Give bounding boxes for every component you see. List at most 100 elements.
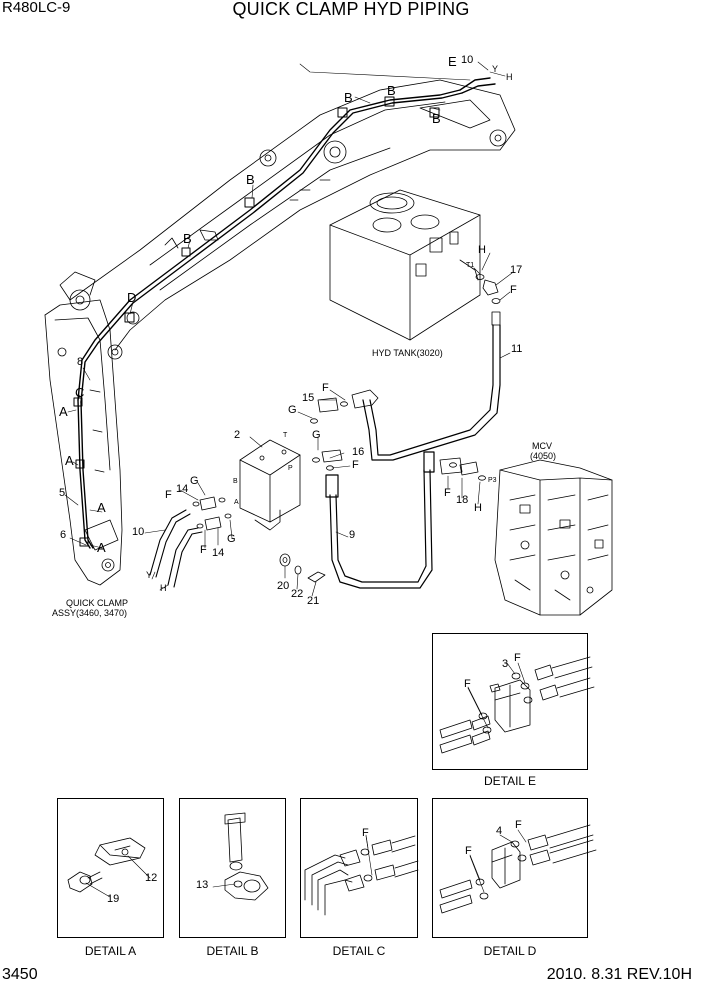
detail-e-caption: DETAIL E: [483, 774, 536, 788]
detail-d-art: [439, 824, 597, 914]
callout-5: 5: [59, 487, 66, 499]
callout-b-2: B: [387, 83, 396, 98]
callout-16: 16: [352, 446, 365, 458]
callout-14-lower: 14: [212, 547, 225, 559]
callout-8: 8: [77, 356, 84, 368]
bolt-set: [279, 553, 326, 583]
callout-18: 18: [456, 494, 469, 506]
callout-f-tank: F: [510, 284, 517, 296]
detail-d-frame: [432, 798, 588, 938]
hyd-tank-outline: [329, 189, 481, 341]
detail-c-caption: DETAIL C: [332, 944, 386, 958]
callout-11: 11: [511, 343, 523, 355]
callout-f-15: F: [322, 382, 329, 394]
callout-h-10: H: [160, 583, 167, 593]
detail-b-frame: [179, 798, 286, 938]
callout-g-15: G: [288, 404, 297, 416]
callout-e: E: [448, 54, 457, 69]
callout-a-2: A: [65, 453, 74, 468]
detail-e-frame: [432, 633, 588, 770]
clamp-markers: [73, 96, 440, 547]
callout-3: 3: [502, 658, 509, 670]
revision-date: 2010. 8.31 REV.10H: [546, 966, 692, 983]
detail-a-frame: [57, 798, 164, 938]
callout-f-d: F: [465, 845, 472, 857]
callout-b-5: B: [183, 231, 192, 246]
quick-clamp-label: QUICK CLAMP: [66, 598, 129, 608]
valve-block: [239, 439, 301, 531]
hose-11: [362, 324, 501, 461]
callout-f-e-top: F: [514, 652, 521, 664]
callout-10: 10: [132, 526, 145, 538]
detail-c-frame: [300, 798, 418, 938]
page-title: QUICK CLAMP HYD PIPING: [232, 0, 470, 19]
callout-21: 21: [307, 595, 320, 607]
callout-6: 6: [60, 529, 67, 541]
port-t: T: [283, 432, 288, 439]
hose-10: [149, 509, 203, 588]
port-p3: P3: [488, 477, 497, 484]
page-number: 3450: [2, 966, 38, 983]
detail-b-art: [224, 812, 269, 901]
callout-13: 13: [196, 879, 209, 891]
valve-fittings: [192, 389, 486, 531]
callout-b-1: B: [344, 90, 353, 105]
port-t1: T1: [466, 262, 475, 269]
detail-b-caption: DETAIL B: [206, 944, 259, 958]
callout-a-1: A: [59, 404, 68, 419]
callout-f-14: F: [165, 489, 172, 501]
mcv-number-label: (4050): [530, 451, 557, 461]
detail-c-art: [304, 835, 419, 916]
callout-19: 19: [107, 893, 120, 905]
callout-9: 9: [349, 529, 356, 541]
callout-d: D: [127, 290, 137, 305]
callout-f-c: F: [362, 827, 369, 839]
mcv-label: MCV: [532, 441, 552, 451]
callout-g-16: G: [312, 429, 321, 441]
model-number: R480LC-9: [2, 0, 71, 16]
hose-route: [77, 77, 496, 549]
callout-g-lower: G: [227, 533, 236, 545]
callout-17: 17: [510, 264, 523, 276]
callout-a-4: A: [97, 540, 106, 555]
callout-22: 22: [291, 588, 304, 600]
callout-c: C: [75, 385, 85, 400]
callout-h-top: H: [506, 72, 513, 82]
callout-12: 12: [145, 872, 158, 884]
callout-2: 2: [234, 429, 241, 441]
callout-f-16: F: [352, 459, 359, 471]
callout-14-top: 14: [176, 483, 189, 495]
callout-a-3: A: [97, 500, 106, 515]
callout-f-d-top: F: [515, 819, 522, 831]
callout-f-e: F: [464, 678, 471, 690]
detail-a-art: [67, 837, 146, 893]
detail-e-art: [439, 656, 595, 754]
callout-f-18: F: [444, 487, 451, 499]
hose-9: [325, 451, 435, 589]
callout-15: 15: [302, 392, 315, 404]
mcv-outline: [494, 459, 613, 616]
boom-outline: [59, 79, 516, 360]
callout-g-14: G: [190, 475, 199, 487]
port-b: B: [233, 478, 238, 485]
quick-clamp-assy-label: ASSY(3460, 3470): [52, 608, 128, 618]
callout-y-top: Y: [492, 64, 499, 74]
callout-b-4: B: [246, 172, 255, 187]
callout-y: Y: [146, 570, 153, 580]
callout-10-top: 10: [461, 54, 474, 66]
callout-f-lower: F: [200, 544, 207, 556]
callout-20: 20: [277, 580, 290, 592]
port-p: P: [288, 465, 293, 472]
callout-4: 4: [496, 825, 503, 837]
detail-a-caption: DETAIL A: [84, 944, 137, 958]
leader-lines: [64, 61, 527, 898]
callout-b-3: B: [432, 111, 441, 126]
callout-h-18: H: [474, 502, 482, 514]
detail-d-caption: DETAIL D: [483, 944, 537, 958]
port-a: A: [234, 499, 239, 506]
hyd-tank-label: HYD TANK(3020): [372, 348, 443, 358]
callout-h-tank: H: [478, 244, 486, 256]
arm-outline: [44, 289, 123, 586]
